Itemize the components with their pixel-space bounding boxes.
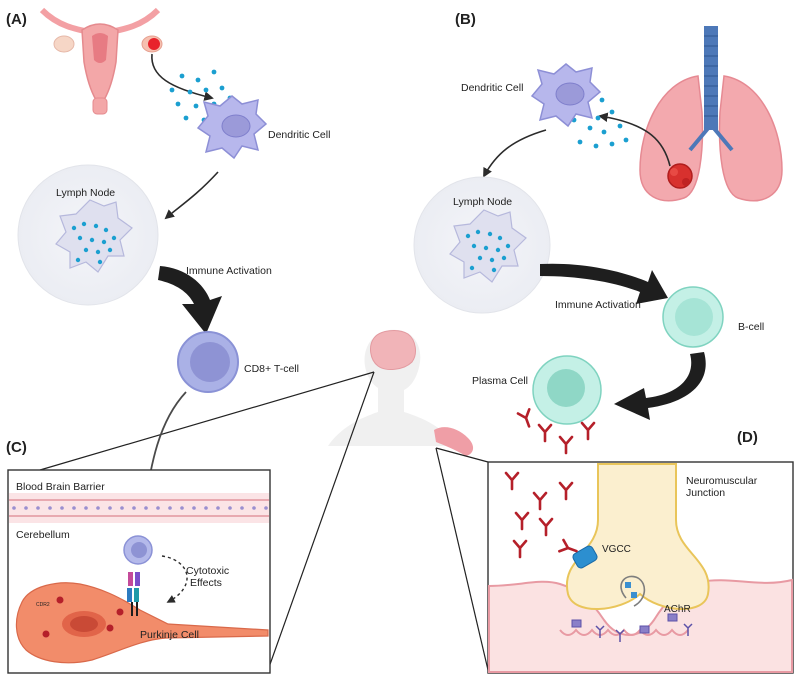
purkinje-cell [15, 582, 269, 664]
panel-label-a: (A) [6, 11, 27, 28]
cd8-t-cell [177, 331, 239, 393]
nmj-label-line2: Junction [686, 487, 725, 499]
immune-activation-a-label: Immune Activation [186, 265, 272, 277]
immune-activation-b-label: Immune Activation [555, 299, 641, 311]
lungs-tumor-illustration [639, 26, 783, 202]
b-cell [662, 286, 724, 348]
nmj-label-line1: Neuromuscular [686, 475, 758, 487]
dendritic-cell-b [531, 63, 601, 127]
cytotoxic-label-line2: Effects [190, 577, 222, 589]
human-silhouette [328, 329, 474, 456]
b-cell-label: B-cell [738, 321, 764, 333]
vgcc-label: VGCC [602, 544, 631, 555]
immune-activation-arrow-b [540, 263, 668, 304]
dendritic-cell-b-label: Dendritic Cell [461, 82, 523, 94]
antigen-particles-lymph-node [465, 229, 511, 273]
dendritic-cell-a-label: Dendritic Cell [268, 129, 330, 141]
purkinje-label: Purkinje Cell [140, 629, 199, 641]
uterus-ovary-tumor-illustration [39, 7, 163, 115]
plasma-cell-label: Plasma Cell [472, 375, 528, 387]
cdr2-label: CDR2 [36, 602, 50, 608]
dendritic-cell-a [197, 95, 267, 159]
antigen-particles-lymph-node [71, 221, 117, 265]
lymph-node-b-label: Lymph Node [453, 196, 512, 208]
panel-d-frame [487, 461, 794, 674]
t-cell-label: CD8+ T-cell [244, 363, 299, 375]
panel-label-d: (D) [737, 429, 758, 446]
lymph-node-b [413, 176, 551, 314]
cytotoxic-label-line1: Cytotoxic [186, 565, 229, 577]
immune-activation-arrow-a [158, 266, 222, 334]
differentiation-arrow [614, 352, 706, 420]
panel-label-c: (C) [6, 439, 27, 456]
cd8-t-cell-engaged [123, 535, 153, 616]
lymph-node-a [17, 164, 159, 306]
cytotoxic-effects-arrow [161, 555, 188, 603]
plasma-cell [532, 355, 602, 425]
panel-label-b: (B) [455, 11, 476, 28]
achr-label: AChR [664, 604, 691, 615]
cerebellum-label: Cerebellum [16, 529, 70, 541]
bbb-label: Blood Brain Barrier [16, 481, 105, 493]
lymph-node-a-label: Lymph Node [56, 187, 115, 199]
